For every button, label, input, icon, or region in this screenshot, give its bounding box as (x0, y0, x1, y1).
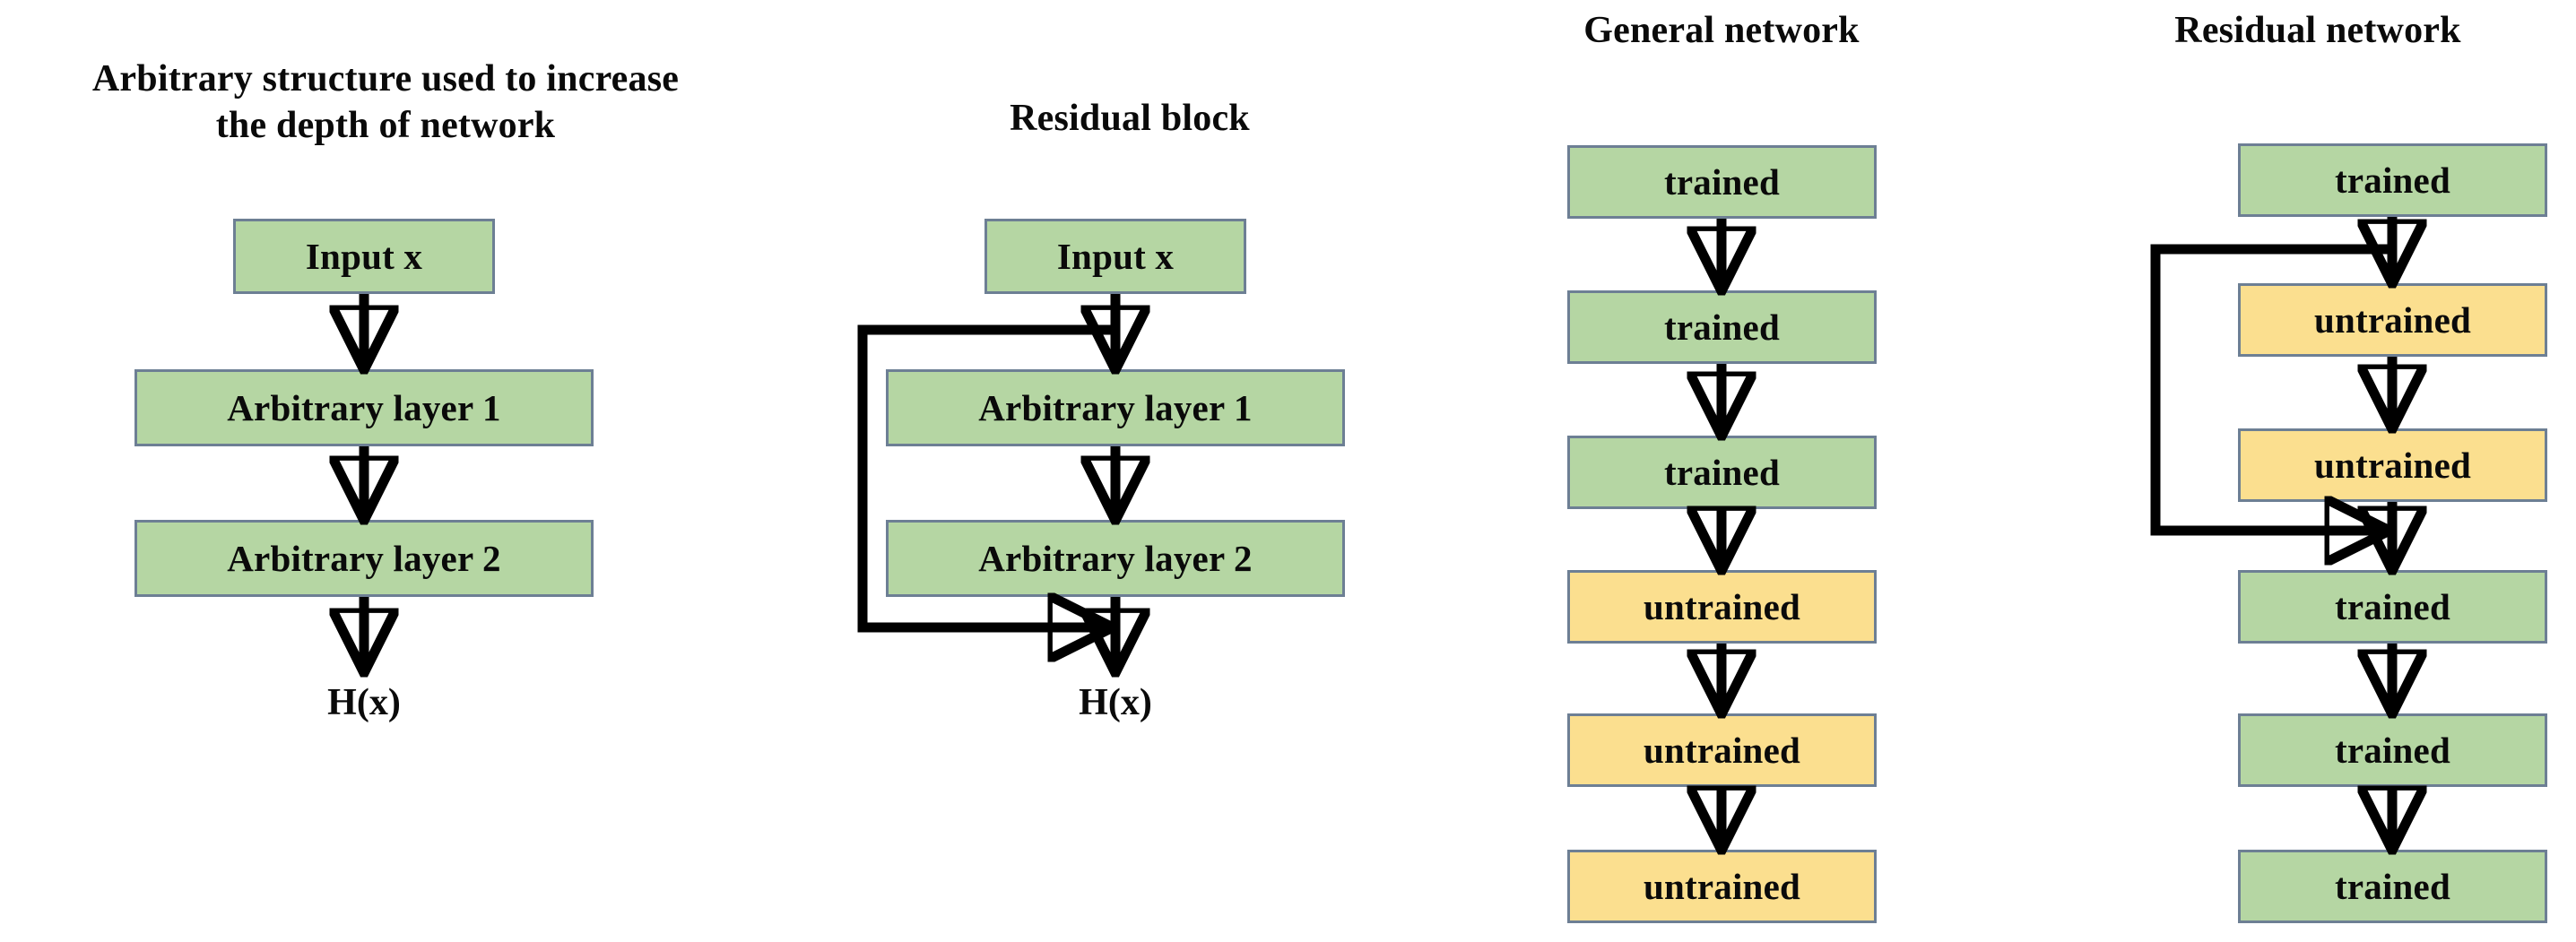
node-label: Input x (1056, 236, 1175, 277)
panel-title-arbitrary-structure: Arbitrary structure used to increase the… (91, 58, 680, 146)
node-label: untrained (2314, 445, 2471, 486)
node-label: trained (2335, 730, 2450, 771)
node-label: Arbitrary layer 1 (978, 387, 1253, 428)
node-label: untrained (1644, 730, 1800, 771)
node-label: Arbitrary layer 2 (227, 538, 501, 579)
node-residual-2: untrained (2238, 283, 2547, 357)
node-label: trained (2335, 586, 2450, 627)
node-label: trained (1664, 161, 1780, 203)
node-general-4: untrained (1567, 570, 1877, 644)
node-general-1: trained (1567, 145, 1877, 219)
node-label: untrained (1644, 866, 1800, 907)
node-label: Input x (305, 236, 423, 277)
node-label: Arbitrary layer 1 (227, 387, 501, 428)
node-label: trained (1664, 307, 1780, 348)
panel-title-general-network: General network (1583, 10, 1860, 51)
node-arbitrary-layer-2-p2: Arbitrary layer 2 (886, 520, 1345, 597)
output-label-hx-p1: H(x) (327, 682, 401, 723)
node-general-2: trained (1567, 290, 1877, 364)
panel-title-residual-network: Residual network (2174, 10, 2461, 51)
node-label: Arbitrary layer 2 (978, 538, 1253, 579)
node-label: untrained (2314, 299, 2471, 341)
node-input-x-p2: Input x (984, 219, 1246, 294)
node-residual-1: trained (2238, 143, 2547, 217)
node-arbitrary-layer-2-p1: Arbitrary layer 2 (134, 520, 594, 597)
node-general-6: untrained (1567, 850, 1877, 923)
node-label: trained (1664, 452, 1780, 493)
node-input-x-p1: Input x (233, 219, 495, 294)
panel-title-residual-block: Residual block (1010, 98, 1250, 139)
node-label: untrained (1644, 586, 1800, 627)
node-label: trained (2335, 160, 2450, 201)
node-residual-5: trained (2238, 713, 2547, 787)
node-general-3: trained (1567, 436, 1877, 509)
node-general-5: untrained (1567, 713, 1877, 787)
node-residual-6: trained (2238, 850, 2547, 923)
node-arbitrary-layer-1-p1: Arbitrary layer 1 (134, 369, 594, 446)
output-label-hx-p2: H(x) (1079, 682, 1152, 723)
node-residual-3: untrained (2238, 428, 2547, 502)
node-residual-4: trained (2238, 570, 2547, 644)
node-label: trained (2335, 866, 2450, 907)
node-arbitrary-layer-1-p2: Arbitrary layer 1 (886, 369, 1345, 446)
